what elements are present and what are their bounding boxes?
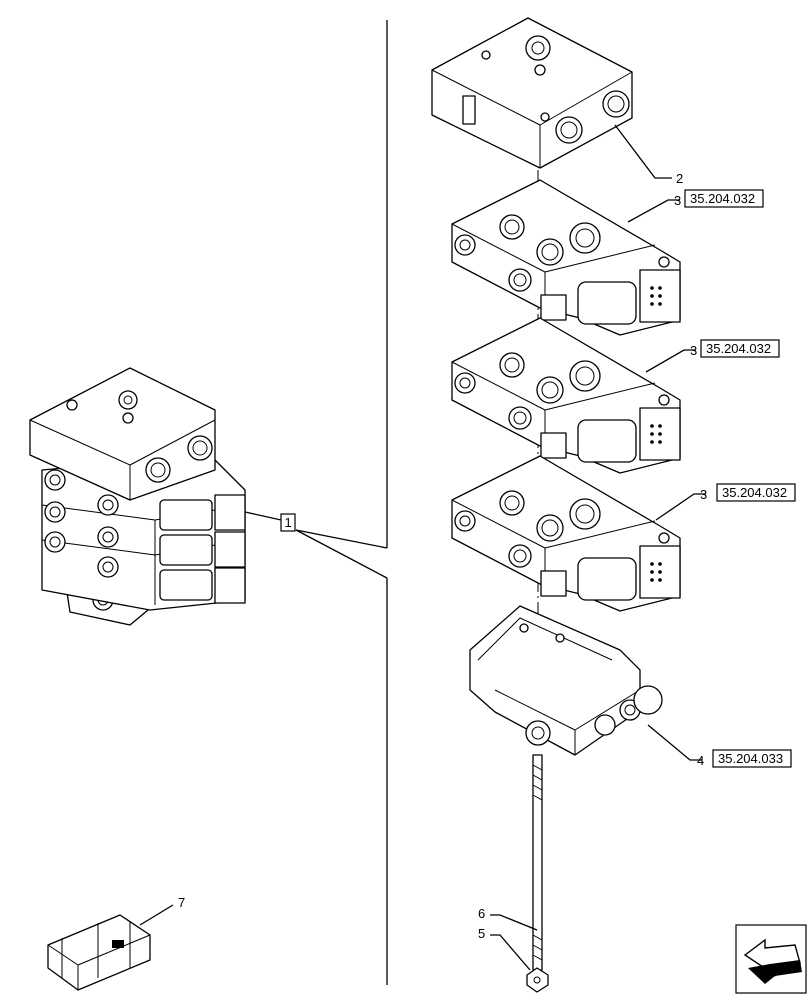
valve-section-c: 3 35.204.032 [451, 455, 796, 612]
ref-section-c: 35.204.032 [722, 485, 787, 500]
valve-section-b: 3 35.204.032 [451, 317, 780, 474]
callout-3a-label: 3 [674, 193, 681, 208]
callout-1-label: 1 [285, 515, 292, 530]
callout-1: 1 [244, 511, 388, 579]
kit-crate-icon: 7 [47, 895, 185, 991]
ref-section-b: 35.204.032 [706, 341, 771, 356]
ref-end-section: 35.204.033 [718, 751, 783, 766]
nut-part: 5 [478, 926, 549, 993]
inlet-cover-part: 2 [431, 17, 683, 186]
callout-3b-label: 3 [690, 343, 697, 358]
tie-rod-part: 6 [478, 754, 543, 971]
callout-3c-label: 3 [700, 487, 707, 502]
valve-section-a: 3 35.204.032 [451, 179, 764, 336]
callout-4-label: 4 [697, 753, 704, 768]
assembled-valve-bank [29, 367, 246, 626]
ref-section-a: 35.204.032 [690, 191, 755, 206]
navigate-back-arrow-icon[interactable] [735, 924, 807, 994]
callout-6-label: 6 [478, 906, 485, 921]
end-section-part: 4 35.204.033 [469, 605, 792, 768]
callout-5-label: 5 [478, 926, 485, 941]
callout-2-label: 2 [676, 171, 683, 186]
callout-7-label: 7 [178, 895, 185, 910]
